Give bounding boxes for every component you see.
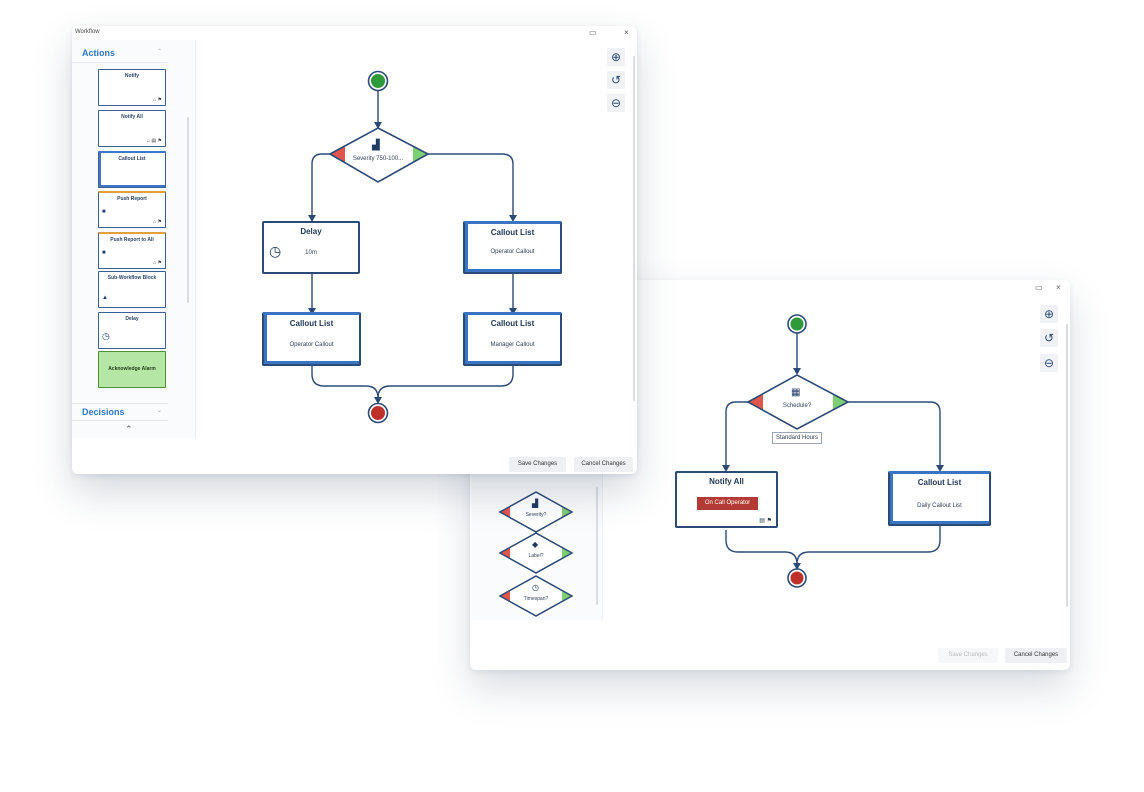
schedule-decision-label: Schedule?: [782, 403, 812, 409]
end-node[interactable]: [367, 402, 389, 424]
zoom-out-icon[interactable]: ⊖: [607, 94, 625, 112]
callout-list-node-right[interactable]: Callout List Operator Callout: [463, 221, 562, 274]
calendar-icon: ▦: [791, 387, 801, 398]
action-card-acknowledge-alarm[interactable]: Acknowledge Alarm: [98, 351, 166, 388]
zoom-in-icon[interactable]: ⊕: [1040, 305, 1058, 323]
close-icon[interactable]: ×: [624, 28, 629, 37]
palette-scrollbar[interactable]: [596, 487, 598, 605]
severity-icon: ▟: [372, 140, 380, 151]
standard-hours-tag: Standard Hours: [772, 432, 823, 444]
palette-decision-timespan[interactable]: [498, 575, 574, 617]
report-icon: ■: [102, 250, 106, 256]
card-icons: ⌂ ⚑: [153, 97, 162, 103]
card-icons: ⌂ ▤ ⚑: [146, 138, 162, 144]
start-node[interactable]: [367, 70, 389, 92]
chevron-up-icon[interactable]: ⌃: [125, 424, 133, 434]
callout-list-title: Callout List: [917, 478, 962, 487]
severity-icon: ▟: [532, 499, 539, 508]
decisions-section-header[interactable]: Decisions ⌄: [72, 403, 168, 421]
flow-connectors: [311, 91, 514, 399]
callout-list-title: Callout List: [490, 319, 535, 328]
zoom-in-icon[interactable]: ⊕: [607, 48, 625, 66]
chevron-down-icon[interactable]: ⌄: [156, 408, 162, 414]
on-call-operator-tag: On Call Operator: [697, 497, 758, 510]
callout-list-node-bottom-left[interactable]: Callout List Operator Callout: [262, 312, 361, 366]
report-icon: ■: [102, 209, 106, 215]
callout-list-sub: Manager Callout: [490, 342, 535, 348]
canvas-scrollbar[interactable]: [633, 56, 635, 401]
action-card-notify[interactable]: Notify ⌂ ⚑: [98, 69, 166, 106]
undo-icon[interactable]: ↺: [1040, 329, 1058, 347]
callout-list-node-bottom-right[interactable]: Callout List Manager Callout: [463, 312, 562, 366]
recipients-icon: ▤ ⚑: [759, 518, 772, 524]
close-icon[interactable]: ×: [1056, 283, 1061, 292]
palette-decision-label[interactable]: [498, 532, 574, 574]
cancel-changes-button[interactable]: Cancel Changes: [1005, 648, 1067, 663]
flow-connectors: [725, 333, 941, 565]
card-icons: ⌂ ⚑: [153, 260, 162, 266]
delay-value: 10m: [305, 250, 317, 256]
canvas-scrollbar[interactable]: [1066, 324, 1068, 607]
zoom-out-icon[interactable]: ⊖: [1040, 354, 1058, 372]
palette-decision-severity[interactable]: [498, 491, 574, 533]
severity-decision-label: Severity 750-100...: [352, 156, 404, 162]
action-card-callout-list[interactable]: Callout List: [98, 151, 166, 188]
cancel-changes-button[interactable]: Cancel Changes: [574, 457, 633, 472]
action-card-push-report[interactable]: Push Report ■ ⌂ ⚑: [98, 191, 166, 228]
callout-list-sub: Daily Callout List: [917, 503, 962, 509]
action-card-sub-workflow[interactable]: Sub-Workflow Block ▲: [98, 271, 166, 308]
callout-list-sub: Operator Callout: [289, 342, 334, 348]
save-changes-button[interactable]: Save Changes: [938, 648, 998, 663]
flow-canvas-primary: [308, 70, 517, 424]
action-card-push-report-to-all[interactable]: Push Report to All ■ ⌂ ⚑: [98, 232, 166, 269]
end-node[interactable]: [787, 568, 807, 588]
timer-icon: ◷: [532, 583, 539, 592]
action-card-notify-all[interactable]: Notify All ⌂ ▤ ⚑: [98, 110, 166, 147]
action-palette: Actions ⌃ Notify ⌂ ⚑ Notify All ⌂ ▤ ⚑ Ca…: [72, 40, 196, 438]
workflow-window-secondary: ▭ ×: [470, 280, 1070, 670]
maximize-icon[interactable]: ▭: [589, 28, 597, 37]
chevron-up-icon[interactable]: ⌃: [156, 49, 162, 55]
save-changes-button[interactable]: Save Changes: [509, 457, 566, 472]
delay-title: Delay: [300, 227, 322, 236]
palette-scrollbar[interactable]: [187, 117, 189, 303]
sub-workflow-icon: ▲: [102, 295, 108, 301]
delay-node[interactable]: Delay ◷ 10m: [262, 221, 360, 274]
flow-canvas-secondary: [498, 314, 944, 617]
callout-list-title: Callout List: [289, 319, 334, 328]
action-card-delay[interactable]: Delay ◷: [98, 312, 166, 349]
actions-section-header[interactable]: Actions ⌃: [72, 45, 168, 63]
undo-icon[interactable]: ↺: [607, 71, 625, 89]
card-icons: ⌂ ⚑: [153, 219, 162, 225]
notify-all-title: Notify All: [709, 477, 744, 486]
window-title: Workflow: [75, 29, 100, 35]
severity-decision[interactable]: [328, 127, 430, 183]
callout-list-sub: Operator Callout: [490, 249, 535, 255]
callout-list-node[interactable]: Callout List Daily Callout List: [888, 471, 991, 526]
palette-severity-label: Severity?: [525, 512, 547, 518]
start-node[interactable]: [787, 314, 807, 334]
label-icon: ◆: [532, 540, 539, 549]
notify-all-node[interactable]: Notify All On Call Operator ▤ ⚑: [675, 471, 778, 528]
callout-list-title: Callout List: [490, 228, 535, 237]
maximize-icon[interactable]: ▭: [1035, 283, 1043, 292]
workflow-window-primary: Workflow ▭ × Actions ⌃ Notify ⌂ ⚑ Notify…: [72, 26, 637, 474]
timer-icon: ◷: [102, 331, 110, 341]
schedule-decision[interactable]: [746, 374, 850, 430]
palette-timespan-label: Timespan?: [523, 596, 549, 602]
palette-label-label: Label?: [528, 553, 544, 559]
timer-icon: ◷: [269, 243, 282, 259]
